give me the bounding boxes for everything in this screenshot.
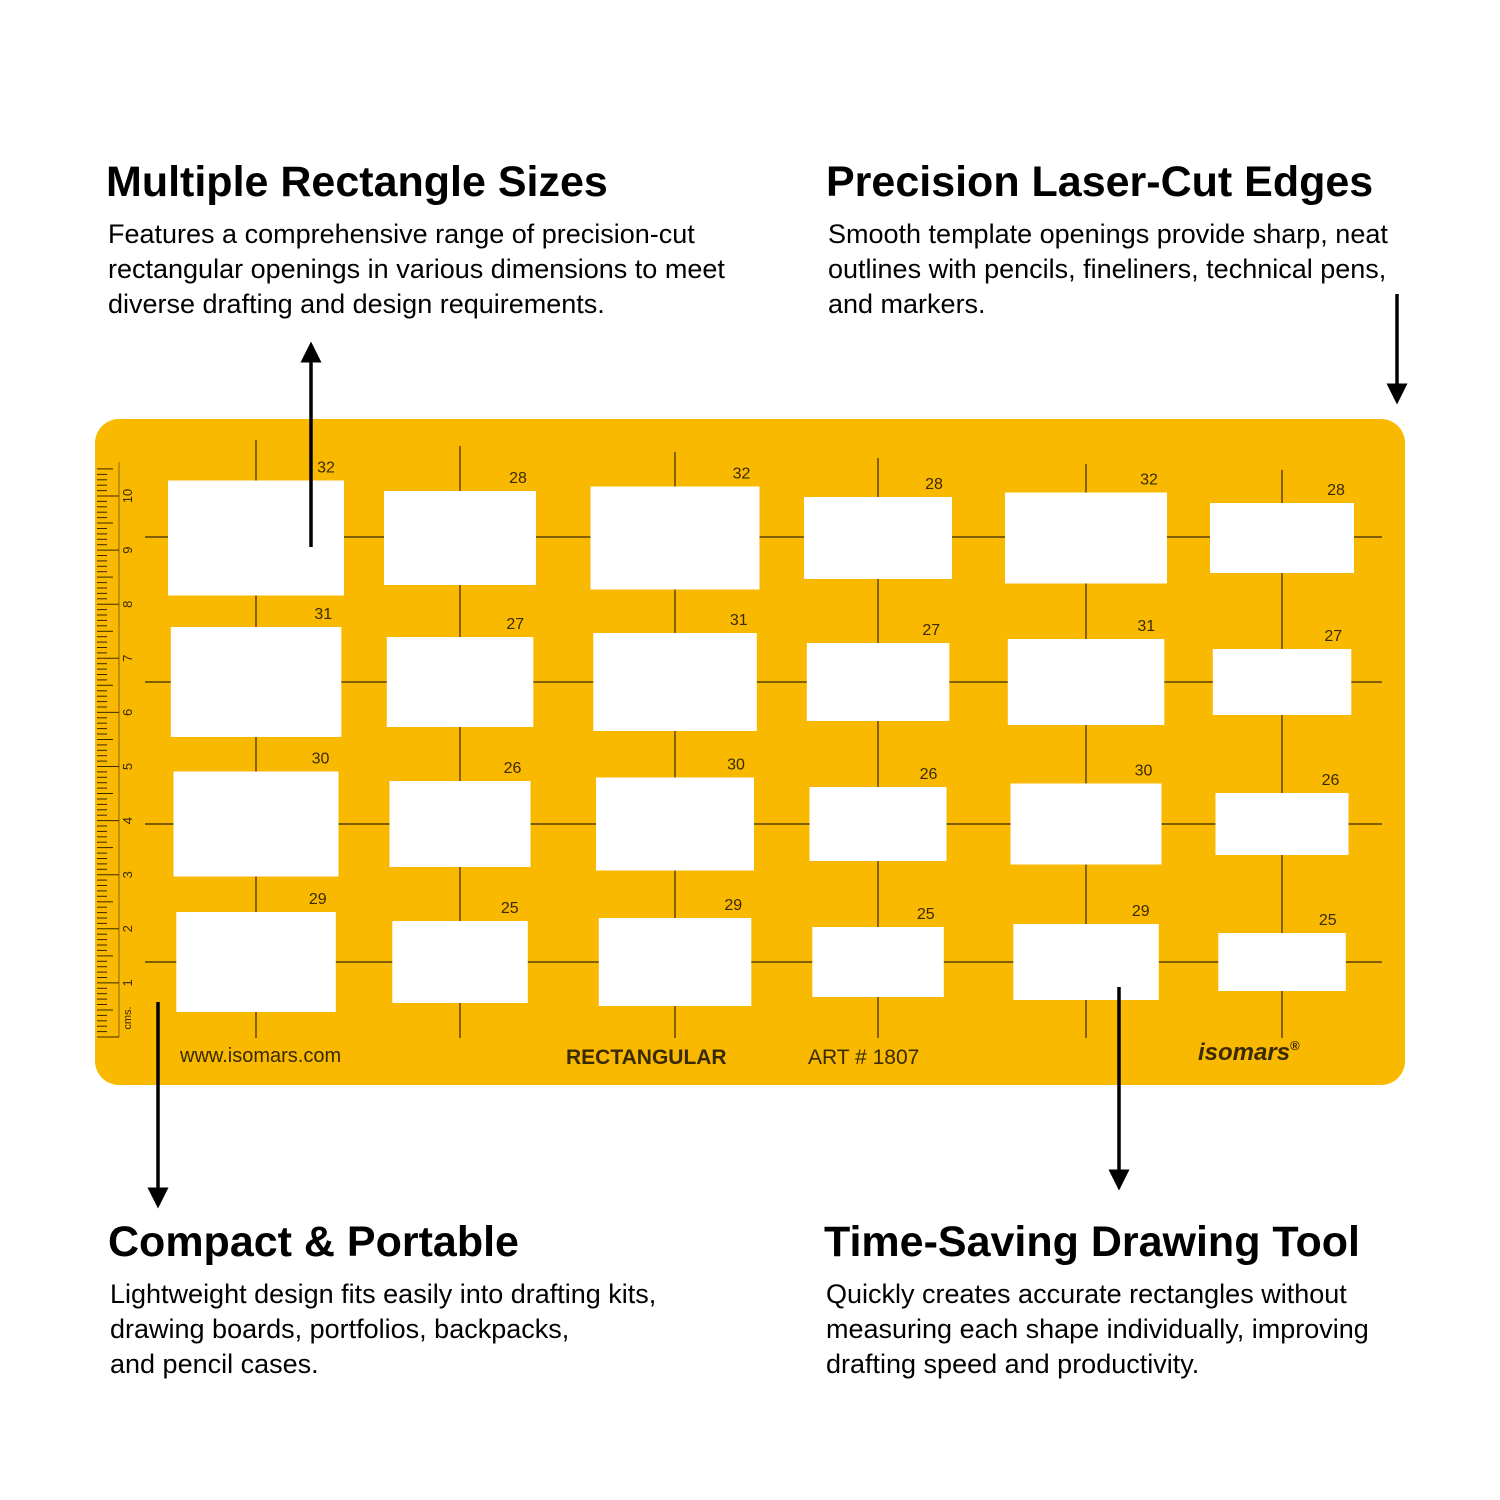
feature-title: Precision Laser-Cut Edges: [826, 158, 1374, 206]
size-label: 30: [1135, 763, 1153, 780]
ruler-number: 2: [120, 925, 135, 932]
rectangle-cutout: [1005, 492, 1167, 584]
size-label: 32: [1140, 472, 1158, 489]
ruler-number: 1: [120, 979, 135, 986]
arrows: [147, 294, 1408, 1209]
size-label: 32: [317, 460, 335, 477]
size-label: 31: [730, 612, 748, 629]
size-label: 26: [920, 766, 938, 783]
rectangle-cutout: [812, 927, 944, 997]
rectangle-cutout: [593, 633, 757, 731]
ruler-number: 5: [120, 763, 135, 770]
size-label: 25: [917, 906, 935, 923]
size-label: 27: [1324, 628, 1342, 645]
size-label: 29: [1132, 903, 1150, 920]
feature-laser-cut: Precision Laser-Cut Edges Smooth templat…: [826, 158, 1388, 322]
size-label: 25: [1319, 912, 1337, 929]
rectangle-cutout: [590, 486, 760, 590]
centimeter-ruler: 1 2 3 4 5 6 7 8 9 10 cms.: [97, 462, 135, 1038]
rectangle-cutouts: [168, 480, 1354, 1012]
feature-multiple-sizes: Multiple Rectangle Sizes Features a comp…: [106, 158, 725, 322]
size-label: 27: [506, 616, 524, 633]
size-label: 28: [925, 476, 943, 493]
ruler-number: 4: [120, 817, 135, 824]
ruler-number: 9: [120, 546, 135, 553]
size-label: 26: [504, 760, 522, 777]
rectangle-cutout: [596, 777, 754, 871]
rectangle-cutout: [1218, 933, 1346, 991]
size-label: 25: [501, 900, 519, 917]
size-label: 28: [509, 470, 527, 487]
feature-description: Features a comprehensive range of precis…: [108, 219, 725, 320]
rectangle-cutout: [170, 627, 342, 737]
rectangle-cutout: [598, 918, 752, 1006]
rectangle-cutout: [386, 637, 534, 727]
ruler-number: 6: [120, 709, 135, 716]
size-label: 31: [314, 606, 332, 623]
rectangle-cutout: [168, 480, 344, 596]
rectangle-cutout: [384, 491, 536, 585]
template-name: RECTANGULAR: [566, 1046, 727, 1069]
ruler-number: 10: [120, 489, 135, 503]
size-label: 29: [309, 891, 327, 908]
feature-description: Quickly creates accurate rectangles with…: [826, 1279, 1369, 1380]
ruler-number: 7: [120, 655, 135, 662]
ruler-number: 8: [120, 601, 135, 608]
rectangle-cutout: [392, 921, 528, 1003]
website-label: www.isomars.com: [179, 1045, 341, 1067]
rectangle-cutout: [1013, 924, 1159, 1000]
art-number: ART # 1807: [808, 1046, 919, 1069]
feature-title: Compact & Portable: [108, 1218, 519, 1266]
size-labels: 32 28 32 28 32 28 31 27 31 27 31 27 30 26 30 26 30 26 29 25…: [309, 460, 1345, 930]
size-label: 31: [1137, 618, 1155, 635]
brand-logo: isomars®: [1198, 1038, 1300, 1066]
rectangle-cutout: [804, 497, 952, 579]
ruler-unit-label: cms.: [122, 1006, 134, 1029]
size-label: 30: [312, 751, 330, 768]
feature-compact: Compact & Portable Lightweight design fi…: [108, 1218, 656, 1382]
rectangle-cutout: [1212, 649, 1352, 715]
size-label: 27: [922, 622, 940, 639]
rectangle-cutout: [1215, 793, 1349, 855]
rectangle-cutout: [1210, 503, 1354, 573]
feature-time-saving: Time-Saving Drawing Tool Quickly creates…: [824, 1218, 1369, 1382]
size-label: 28: [1327, 482, 1345, 499]
size-label: 26: [1322, 772, 1340, 789]
feature-description: Lightweight design fits easily into draf…: [110, 1279, 657, 1380]
ruler-number: 3: [120, 871, 135, 878]
template-plate: [95, 419, 1405, 1085]
rectangle-cutout: [1010, 783, 1162, 865]
size-label: 32: [733, 466, 751, 483]
feature-description: Smooth template openings provide sharp, …: [828, 219, 1388, 320]
rectangle-cutout: [389, 781, 531, 867]
size-label: 29: [724, 897, 742, 914]
feature-title: Time-Saving Drawing Tool: [824, 1218, 1360, 1266]
rectangle-cutout: [1007, 639, 1165, 725]
rectangle-cutout: [809, 787, 947, 861]
feature-title: Multiple Rectangle Sizes: [106, 158, 608, 206]
rectangle-cutout: [806, 643, 950, 721]
rectangle-cutout: [176, 912, 336, 1012]
rectangle-cutout: [173, 771, 339, 877]
size-label: 30: [727, 757, 745, 774]
